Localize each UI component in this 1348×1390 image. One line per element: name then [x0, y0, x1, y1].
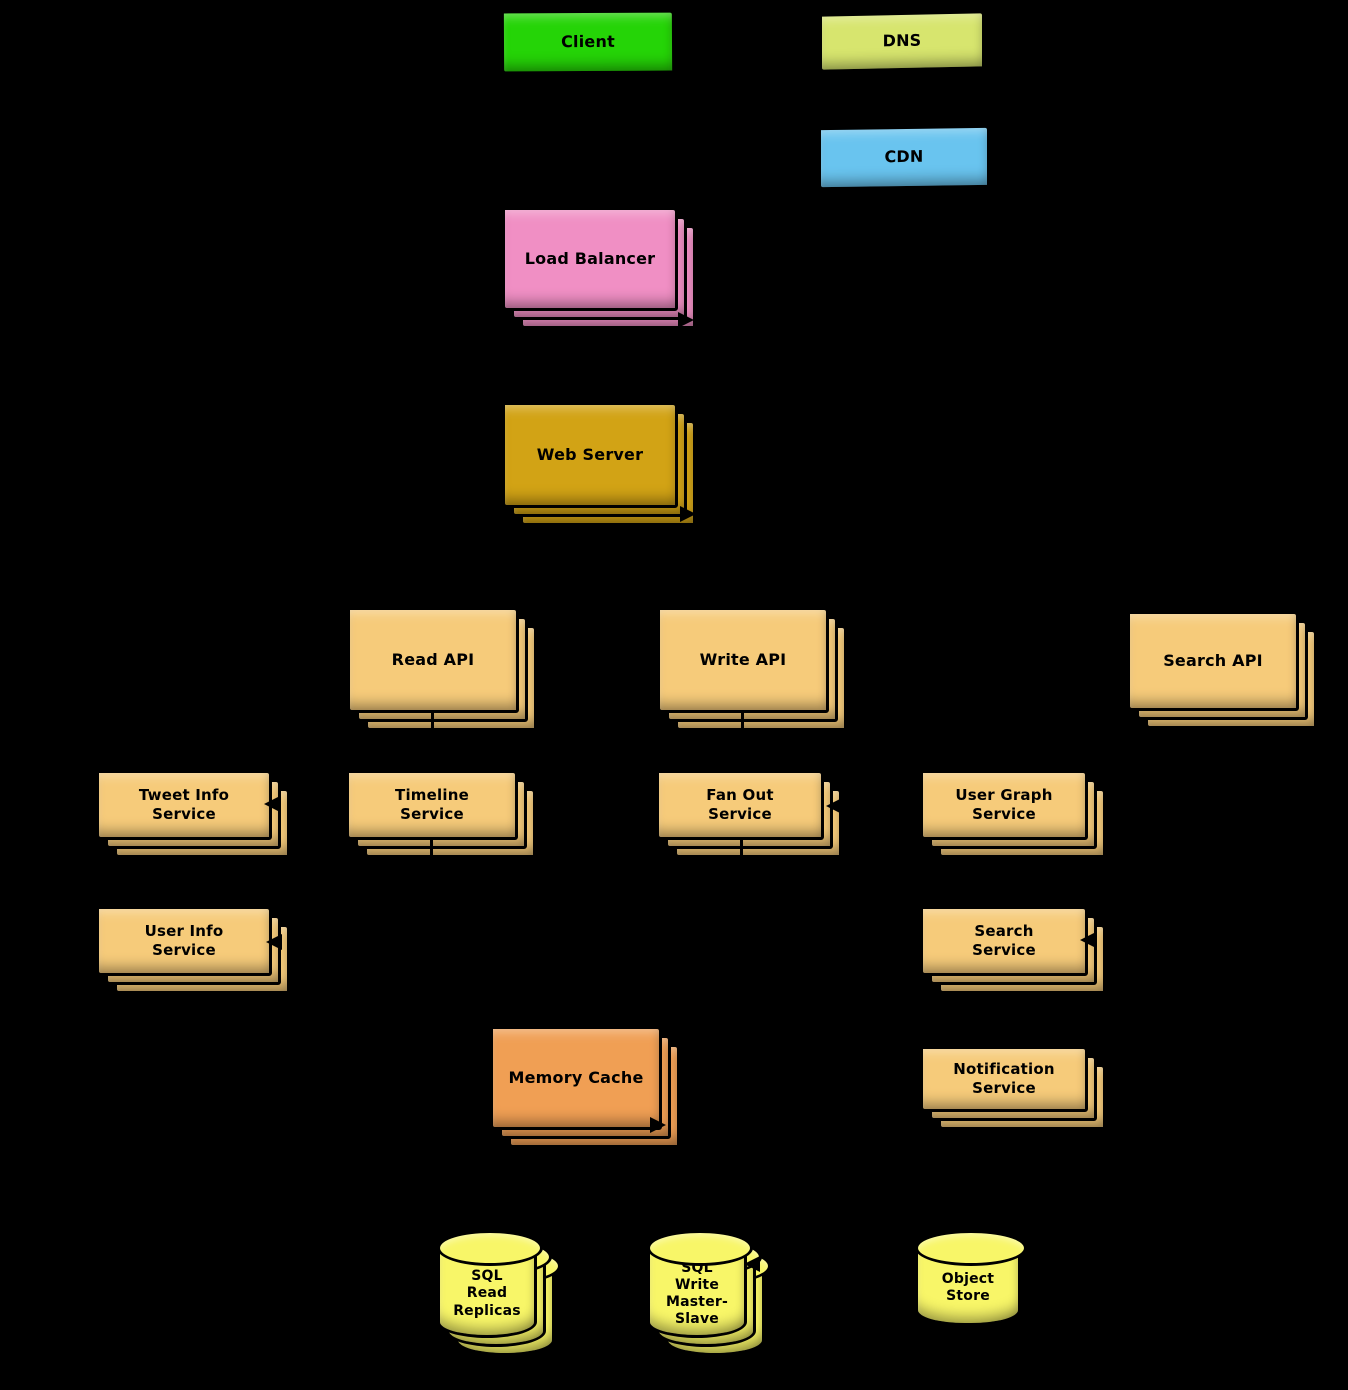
node-label: Load Balancer [524, 248, 656, 268]
node-label: SQL Write Master- Slave [665, 1259, 728, 1328]
node-web-server: Web Server [502, 402, 696, 526]
node-face: Read API [347, 607, 519, 713]
node-write-api: Write API [657, 607, 847, 731]
node-sql-read-replicas: SQL Read Replicas [437, 1230, 561, 1356]
node-label: Search Service [972, 921, 1036, 959]
node-label: SQL Read Replicas [453, 1268, 521, 1319]
node-label: DNS [882, 30, 922, 51]
node-face: Timeline Service [346, 770, 518, 840]
arrowhead-icon [826, 798, 842, 814]
node-face: Object Store [915, 1230, 1027, 1326]
node-user-graph-service: User Graph Service [920, 770, 1106, 858]
node-face: Fan Out Service [656, 770, 824, 840]
node-face: User Info Service [96, 906, 272, 976]
node-face: Client [500, 9, 676, 75]
node-load-balancer: Load Balancer [502, 207, 696, 329]
node-object-store: Object Store [915, 1230, 1027, 1326]
arrowhead-icon [678, 312, 694, 328]
node-face: Load Balancer [502, 207, 678, 311]
node-user-info-service: User Info Service [96, 906, 290, 994]
connector-line [431, 712, 434, 739]
connector-line [430, 839, 433, 869]
node-face: Notification Service [920, 1046, 1088, 1112]
node-face: Search Service [920, 906, 1088, 976]
node-label: Fan Out Service [706, 785, 774, 823]
node-face: SQL Read Replicas [437, 1230, 543, 1338]
node-label: Write API [699, 649, 787, 669]
node-search-api: Search API [1127, 611, 1317, 729]
node-face: SQL Write Master- Slave [647, 1230, 753, 1338]
node-face: CDN [818, 124, 990, 191]
node-label: Notification Service [953, 1059, 1055, 1097]
arrowhead-icon [650, 1117, 666, 1133]
node-label: Client [561, 31, 615, 51]
node-tweet-info-service: Tweet Info Service [96, 770, 290, 858]
node-dns: DNS [819, 10, 985, 73]
node-face: Tweet Info Service [96, 770, 272, 840]
arrowhead-icon [744, 1256, 760, 1272]
node-read-api: Read API [347, 607, 537, 731]
node-label: Memory Cache [508, 1067, 644, 1087]
node-timeline-service: Timeline Service [346, 770, 536, 858]
node-label: Read API [391, 649, 475, 669]
node-notification-service: Notification Service [920, 1046, 1106, 1130]
node-label: CDN [884, 146, 924, 167]
node-face: Write API [657, 607, 829, 713]
node-face: Web Server [502, 402, 678, 508]
arrowhead-icon [680, 506, 696, 522]
node-cdn: CDN [818, 124, 990, 191]
node-search-service: Search Service [920, 906, 1106, 994]
node-memory-cache: Memory Cache [490, 1026, 680, 1148]
node-face: DNS [819, 10, 985, 73]
node-label: Tweet Info Service [138, 785, 230, 823]
node-face: Search API [1127, 611, 1299, 711]
arrowhead-icon [264, 796, 280, 812]
arrowhead-icon [1080, 932, 1096, 948]
node-label: Search API [1163, 650, 1263, 670]
node-client: Client [500, 9, 676, 75]
node-label: Timeline Service [395, 785, 469, 823]
node-label: User Graph Service [955, 785, 1053, 823]
node-face: User Graph Service [920, 770, 1088, 840]
connector-line [741, 712, 744, 739]
node-label: Web Server [536, 444, 644, 464]
node-face: Memory Cache [490, 1026, 662, 1130]
connector-line [740, 839, 743, 869]
node-label: User Info Service [144, 921, 224, 959]
arrowhead-icon [266, 934, 282, 950]
node-fan-out-service: Fan Out Service [656, 770, 842, 858]
node-label: Object Store [941, 1270, 995, 1304]
node-sql-write-master-slave: SQL Write Master- Slave [647, 1230, 771, 1356]
